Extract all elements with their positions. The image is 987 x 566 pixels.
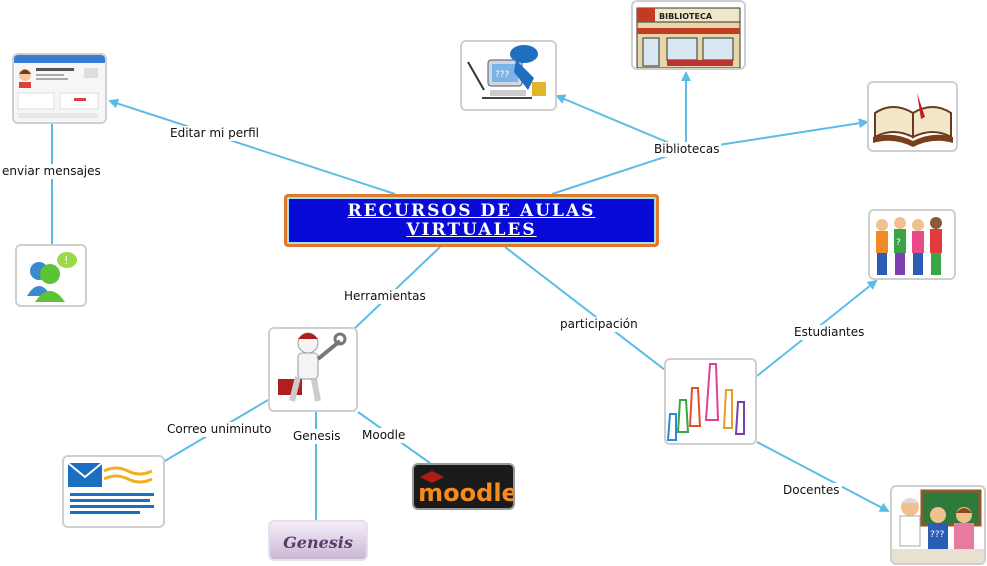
label-genesis[interactable]: Genesis (291, 429, 343, 444)
label-participacion[interactable]: participación (558, 317, 640, 332)
link-central-participacion (504, 246, 666, 371)
link-bib-help (555, 94, 687, 151)
label-enviar-mensajes[interactable]: enviar mensajes (0, 164, 103, 179)
label-moodle[interactable]: Moodle (360, 428, 408, 443)
link-central-perfil (108, 98, 396, 195)
biblioteca-sign: BIBLIOTECA (659, 12, 713, 21)
label-editar-perfil[interactable]: Editar mi perfil (168, 126, 262, 141)
svg-text:!: ! (64, 254, 68, 267)
label-correo[interactable]: Correo uniminuto (165, 422, 274, 437)
genesis-logo-text: Genesis (283, 533, 353, 552)
central-topic[interactable]: RECURSOS DE AULAS VIRTUALES (284, 194, 659, 247)
profile-page-image[interactable] (12, 53, 107, 124)
svg-text:???: ??? (495, 70, 510, 80)
svg-text:?: ? (896, 238, 901, 248)
genesis-logo-image[interactable]: Genesis (268, 520, 368, 561)
central-title-line1: RECURSOS DE AULAS (347, 201, 596, 221)
link-part-docentes (756, 441, 890, 512)
students-image[interactable]: ? (868, 209, 956, 280)
svg-text:???: ??? (930, 530, 945, 540)
library-computer-image[interactable]: ??? (460, 40, 557, 111)
central-title-line2: VIRTUALES (406, 220, 537, 240)
link-central-herramientas (352, 246, 441, 331)
open-book-image[interactable] (867, 81, 958, 152)
participation-hands-image[interactable] (664, 358, 757, 445)
tools-robot-image[interactable] (268, 327, 358, 412)
label-docentes[interactable]: Docentes (781, 483, 842, 498)
link-central-bibliotecas (551, 149, 687, 195)
label-herramientas[interactable]: Herramientas (342, 289, 428, 304)
label-bibliotecas[interactable]: Bibliotecas (652, 142, 722, 157)
teachers-image[interactable]: ??? (890, 485, 986, 565)
moodle-logo-text: moodle (418, 479, 513, 507)
library-building-image[interactable]: BIBLIOTECA (631, 0, 746, 70)
correo-email-image[interactable] (62, 455, 165, 528)
label-estudiantes[interactable]: Estudiantes (792, 325, 867, 340)
moodle-logo-image[interactable]: moodle (412, 463, 515, 510)
messenger-icon[interactable]: ! (15, 244, 87, 307)
